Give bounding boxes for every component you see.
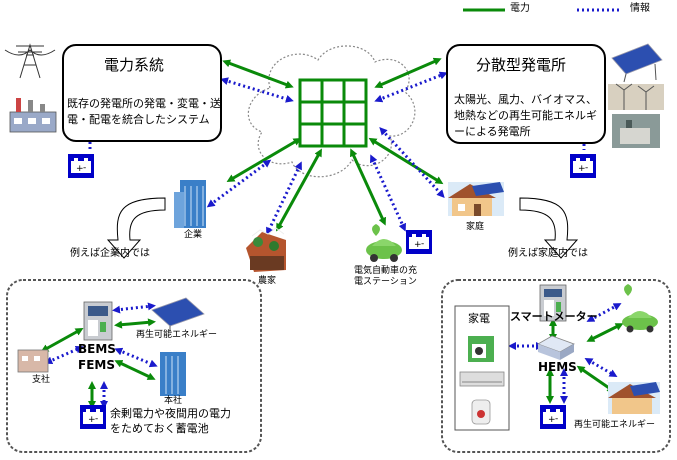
legend-info-label: 情報 [630, 3, 650, 14]
smart-meter-icon [539, 284, 567, 322]
home-detail-arrow [519, 197, 579, 259]
distributed-power-title: 分散型発電所 [476, 56, 567, 74]
head-office-building-icon [160, 352, 186, 396]
home-renewable-label: 再生可能エネルギー [574, 420, 656, 430]
home-label: 家庭 [466, 222, 485, 232]
company-renewable-label: 再生可能エネルギー [136, 330, 218, 340]
company-detail-arrow [106, 197, 166, 259]
home-section-caption: 例えば家庭内では [508, 248, 588, 259]
company-solar-icon [151, 297, 205, 332]
rice-cooker-icon [471, 399, 491, 425]
bems-label: BEMS [78, 342, 116, 356]
grid-battery-icon [68, 154, 94, 178]
geothermal-plant-icon [612, 114, 660, 148]
home-section-box [441, 279, 671, 453]
solar-panel-icon [611, 43, 663, 83]
central-grid-icon [298, 78, 368, 148]
distributed-power-box: 分散型発電所 太陽光、風力、バイオマス、地熱などの再生可能エネルギーによる発電所 [446, 44, 606, 144]
air-conditioner-icon [459, 371, 505, 387]
fems-label: FEMS [78, 358, 115, 372]
home-battery-icon [540, 405, 566, 429]
power-grid-title: 電力系統 [104, 56, 165, 74]
legend-power-label: 電力 [510, 3, 530, 14]
distributed-power-description: 太陽光、風力、バイオマス、地熱などの再生可能エネルギーによる発電所 [454, 93, 597, 138]
farm-icon [246, 227, 286, 272]
ems-terminal-icon [83, 301, 113, 341]
transmission-tower-icon [4, 43, 56, 79]
branch-building-icon [17, 349, 49, 373]
company-building-icon [174, 180, 206, 228]
company-section-caption: 例えば企業内では [70, 248, 150, 259]
home-icon [448, 182, 504, 216]
battery-note: 余剰電力や夜間用の電力をためておく蓄電池 [110, 407, 231, 435]
ev-car-icon [366, 224, 402, 262]
ev-battery-icon [406, 230, 432, 254]
hems-label: HEMS [538, 360, 577, 374]
farm-label: 農家 [258, 276, 277, 286]
washing-machine-icon [468, 336, 494, 362]
info-arrows [44, 71, 622, 409]
distributed-battery-icon [570, 154, 596, 178]
company-section-box [6, 279, 262, 453]
power-plant-icon [9, 98, 57, 133]
ev-station-label: 電気自動車の充電ステーション [354, 266, 418, 287]
head-office-label: 本社 [164, 396, 183, 406]
hems-router-icon [537, 335, 575, 360]
home-ev-icon [622, 284, 658, 333]
power-grid-box: 電力系統 既存の発電所の発電・変電・送電・配電を統合したシステム [62, 44, 222, 142]
smart-meter-label: スマートメーター [510, 310, 598, 323]
wind-turbine-icon [608, 83, 664, 110]
company-label: 企業 [184, 230, 203, 240]
company-battery-icon [80, 405, 106, 429]
home-solar-house-icon [608, 382, 660, 414]
appliances-label: 家電 [468, 312, 490, 325]
power-grid-description: 既存の発電所の発電・変電・送電・配電を統合したシステム [67, 97, 221, 126]
branch-label: 支社 [32, 375, 51, 385]
